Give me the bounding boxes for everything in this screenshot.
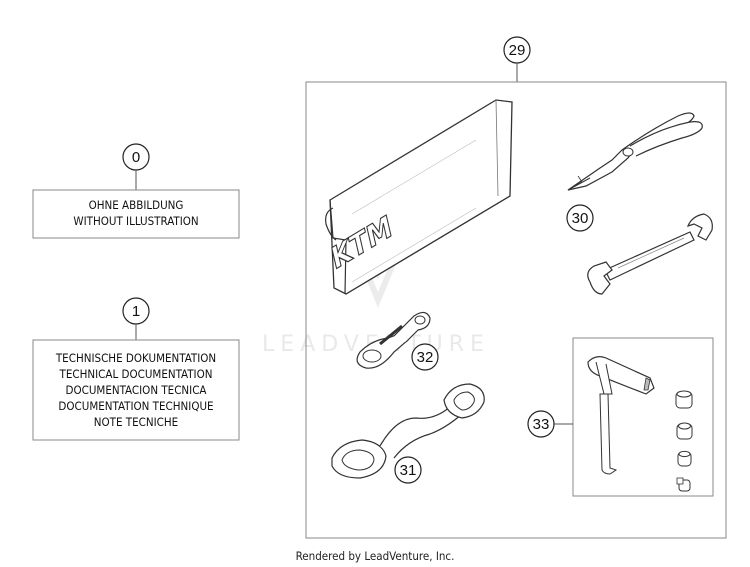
ring-spanner[interactable] (331, 383, 485, 479)
open-end-wrench[interactable] (587, 213, 713, 295)
callout-33-label: 33 (533, 416, 550, 433)
footer-credit: Rendered by LeadVenture, Inc. (295, 549, 455, 563)
box1-line4: DOCUMENTATION TECHNIQUE (58, 399, 213, 413)
callout-31[interactable]: 31 (394, 456, 422, 484)
callout-33[interactable]: 33 (527, 410, 555, 438)
socket-bit-1[interactable] (675, 390, 693, 409)
callout-30-label: 30 (572, 210, 589, 227)
callout-31-label: 31 (400, 462, 417, 479)
box1-line2: TECHNICAL DOCUMENTATION (59, 367, 213, 381)
box1-line3: DOCUMENTACION TECNICA (65, 383, 206, 397)
callout-29-label: 29 (509, 42, 526, 59)
callout-0-label: 0 (132, 149, 140, 166)
tool-kit-frame (305, 81, 727, 539)
tool-bag[interactable]: KTM (325, 99, 513, 295)
callout-1[interactable]: 1 (122, 297, 150, 325)
callout-1-label: 1 (132, 303, 140, 320)
callout-32[interactable]: 32 (411, 343, 439, 371)
callout-29[interactable]: 29 (503, 36, 531, 64)
box0-line2: WITHOUT ILLUSTRATION (73, 214, 198, 228)
note-box-without-illustration: OHNE ABBILDUNG WITHOUT ILLUSTRATION (32, 189, 240, 239)
ktm-spanner-small[interactable] (356, 311, 431, 369)
note-box-technical-documentation: TECHNISCHE DOKUMENTATION TECHNICAL DOCUM… (32, 339, 240, 441)
callout-0[interactable]: 0 (122, 143, 150, 171)
box1-line1: TECHNISCHE DOKUMENTATION (55, 351, 216, 365)
callout-30[interactable]: 30 (566, 204, 594, 232)
pliers[interactable] (567, 112, 703, 191)
callout-32-label: 32 (417, 349, 434, 366)
socket-bit-4[interactable] (676, 477, 691, 492)
box1-line5: NOTE TECNICHE (94, 415, 178, 429)
box0-line1: OHNE ABBILDUNG (89, 198, 184, 212)
socket-bit-3[interactable] (677, 450, 692, 467)
t-handle-hex-key[interactable] (587, 356, 655, 475)
hex-key-set-frame (554, 337, 714, 497)
socket-bit-2[interactable] (676, 422, 693, 440)
